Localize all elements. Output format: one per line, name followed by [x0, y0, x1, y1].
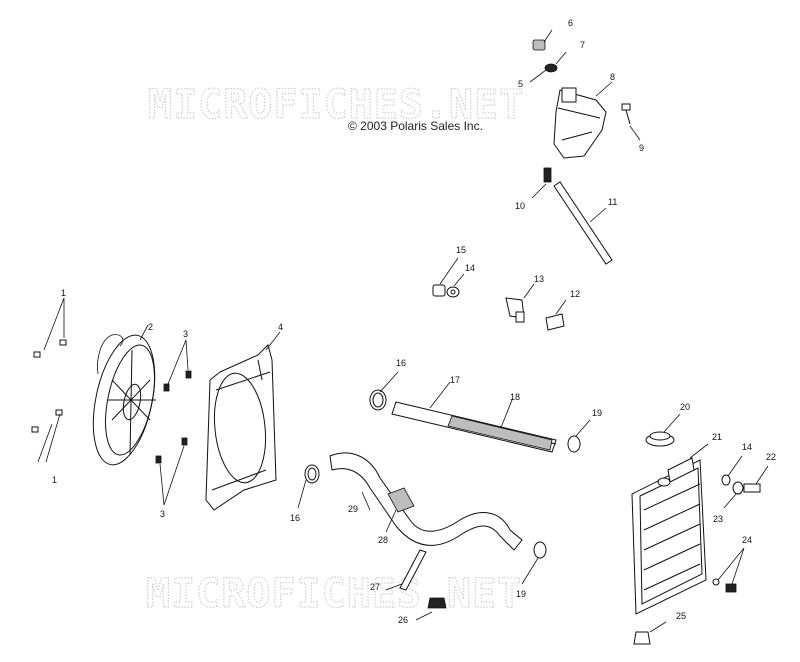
callout-13: 13	[534, 274, 544, 284]
part-1-screws	[31, 297, 67, 463]
part-18-sleeve	[447, 415, 553, 451]
part-7-5-seal	[529, 51, 567, 83]
part-20-radiator-cap	[645, 413, 681, 447]
callout-26: 26	[398, 615, 408, 625]
callout-24: 24	[742, 535, 752, 545]
part-16-clamp-left	[297, 464, 320, 509]
callout-1a: 1	[61, 288, 66, 298]
callout-18: 18	[510, 392, 520, 402]
callout-8: 8	[610, 72, 615, 82]
part-25-drain-plug	[633, 621, 667, 645]
part-26-plug	[415, 597, 447, 621]
part-9-screw	[621, 103, 641, 141]
copyright-notice: © 2003 Polaris Sales Inc.	[348, 119, 483, 133]
callout-15: 15	[456, 245, 466, 255]
part-23-grommet	[723, 481, 744, 509]
callout-3b: 3	[160, 509, 165, 519]
part-24-clips	[712, 547, 745, 593]
callout-14a: 14	[465, 263, 475, 273]
callout-20: 20	[680, 402, 690, 412]
watermark-bottom: MICROFICHES.NET	[146, 571, 522, 617]
callout-3a: 3	[183, 329, 188, 339]
callout-19a: 19	[592, 408, 602, 418]
part-19-clamp-top	[567, 419, 591, 453]
callout-labels: 1 1 2 3 3 4 5 6 7 8 9 10 11 12 13 14 14 …	[52, 18, 776, 625]
part-10-fitting	[531, 167, 552, 199]
part-15-nut	[432, 257, 459, 297]
callout-4: 4	[278, 322, 283, 332]
callout-7: 7	[580, 40, 585, 50]
callout-6: 6	[568, 18, 573, 28]
part-16-clamp-top	[369, 371, 399, 411]
part-14-washer-right	[721, 455, 743, 486]
callout-16b: 16	[290, 513, 300, 523]
callout-11: 11	[608, 197, 617, 207]
part-4-shroud	[205, 331, 281, 511]
callout-23: 23	[713, 514, 723, 524]
callout-9: 9	[639, 143, 644, 153]
callout-16a: 16	[396, 358, 406, 368]
part-6-cap	[532, 29, 553, 51]
callout-2: 2	[148, 322, 153, 332]
part-8-reservoir	[553, 81, 613, 159]
part-27-bolt	[385, 549, 427, 591]
callout-14b: 14	[742, 442, 752, 452]
callout-28: 28	[378, 535, 388, 545]
part-21-radiator	[631, 443, 709, 615]
callout-12: 12	[570, 289, 580, 299]
callout-17: 17	[450, 375, 460, 385]
callout-21: 21	[712, 432, 722, 442]
part-11-tube	[553, 181, 613, 265]
part-14-washer-top	[446, 273, 465, 298]
callout-22: 22	[766, 452, 776, 462]
part-2-fan	[92, 324, 156, 466]
part-19-clamp-bottom	[521, 541, 547, 585]
part-12-spacer	[545, 299, 567, 331]
part-29-hose	[329, 452, 523, 551]
callout-25: 25	[676, 611, 686, 621]
watermark-top: MICROFICHES.NET	[148, 82, 524, 128]
callout-27: 27	[370, 582, 380, 592]
part-13-grommet	[505, 283, 535, 323]
callout-29: 29	[348, 504, 358, 514]
part-22-bolt	[743, 465, 769, 493]
callout-10: 10	[515, 201, 525, 211]
callout-19b: 19	[516, 589, 526, 599]
callout-5: 5	[518, 79, 523, 89]
callout-1b: 1	[52, 475, 57, 485]
part-3-clips	[155, 339, 192, 506]
